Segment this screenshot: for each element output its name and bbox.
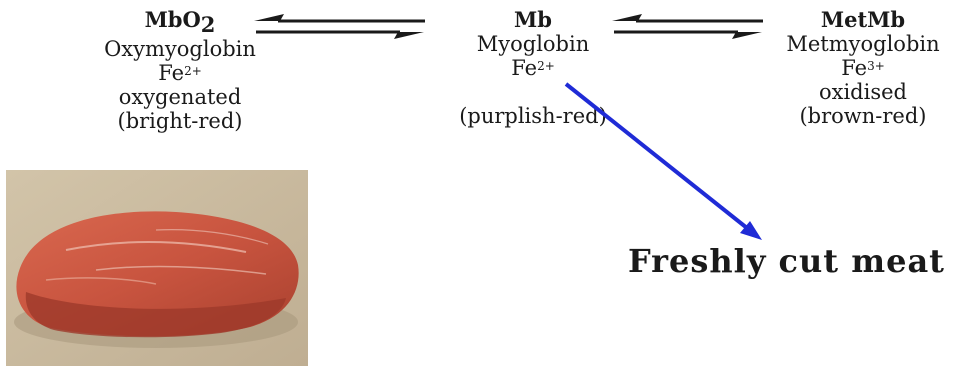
freshly-cut-meat-caption: Freshly cut meat bbox=[628, 242, 945, 280]
metmyoglobin-colour: (brown-red) bbox=[799, 104, 927, 128]
oxymyoglobin-name: Oxymyoglobin bbox=[104, 37, 256, 62]
marbling-line bbox=[95, 265, 267, 275]
myoglobin-node: Mb Myoglobin Fe2+ (purplish-red) bbox=[418, 7, 648, 129]
forward-arrowhead bbox=[732, 32, 762, 39]
meat-side bbox=[25, 292, 286, 338]
oxymyoglobin-colour: (bright-red) bbox=[117, 109, 243, 134]
metmyoglobin-symbol: MetMb bbox=[820, 7, 906, 32]
metmyoglobin-iron: Fe3+ bbox=[841, 56, 885, 80]
oxymyoglobin-node: MbO2 Oxymyoglobin Fe2+ oxygenated (brigh… bbox=[60, 7, 300, 134]
equilibrium-arrow-mbo2-mb bbox=[254, 14, 425, 39]
forward-arrowhead bbox=[394, 32, 424, 39]
myoglobin-iron: Fe2+ bbox=[511, 56, 555, 80]
reverse-arrowhead bbox=[612, 14, 642, 21]
reverse-arrowhead bbox=[254, 14, 284, 21]
meat-photo bbox=[6, 170, 308, 366]
myoglobin-name: Myoglobin bbox=[476, 32, 590, 56]
pointer-arrowhead bbox=[740, 221, 762, 240]
pointer-arrow-line bbox=[564, 82, 754, 234]
marbling-line bbox=[65, 241, 247, 253]
oxymyoglobin-symbol: MbO2 bbox=[144, 7, 216, 38]
marbling-line bbox=[155, 229, 269, 245]
myoglobin-colour: (purplish-red) bbox=[459, 104, 607, 128]
oxymyoglobin-state: oxygenated bbox=[118, 85, 242, 110]
metmyoglobin-state: oxidised bbox=[818, 80, 907, 104]
metmyoglobin-node: MetMb Metmyoglobin Fe3+ oxidised (brown-… bbox=[758, 7, 968, 129]
marbling-line bbox=[45, 277, 157, 285]
oxymyoglobin-iron: Fe2+ bbox=[158, 61, 202, 86]
metmyoglobin-name: Metmyoglobin bbox=[786, 32, 940, 56]
equilibrium-arrow-mb-metmb bbox=[612, 14, 763, 39]
myoglobin-symbol: Mb bbox=[514, 7, 552, 32]
